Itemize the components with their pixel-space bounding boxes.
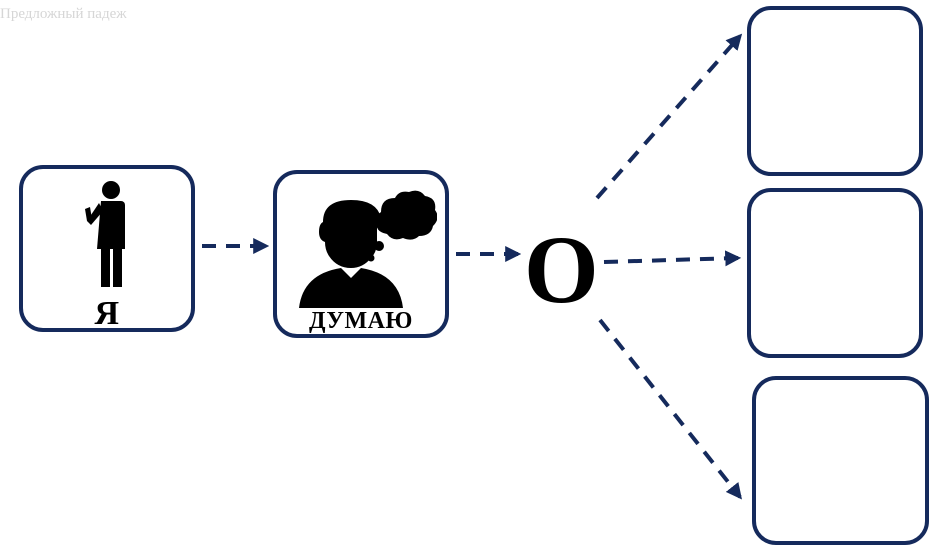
arrow-o-to-middle-card (603, 250, 742, 267)
card-ya: Я (19, 165, 195, 332)
person-thinking-icon (299, 190, 437, 308)
arrow-o-to-bottom-card (598, 318, 742, 500)
page-title: Предложный падеж (0, 6, 127, 22)
person-pointing-to-self-icon (85, 181, 125, 287)
arrow-o-to-top-card (595, 33, 743, 200)
answer-card-top (747, 6, 923, 176)
answer-card-middle (747, 188, 923, 358)
card-dumayu-label: ДУМАЮ (309, 308, 413, 334)
card-ya-label: Я (94, 295, 120, 332)
card-dumayu: ДУМАЮ (273, 170, 449, 338)
answer-card-bottom (752, 376, 929, 545)
preposition-o: О (524, 216, 599, 323)
